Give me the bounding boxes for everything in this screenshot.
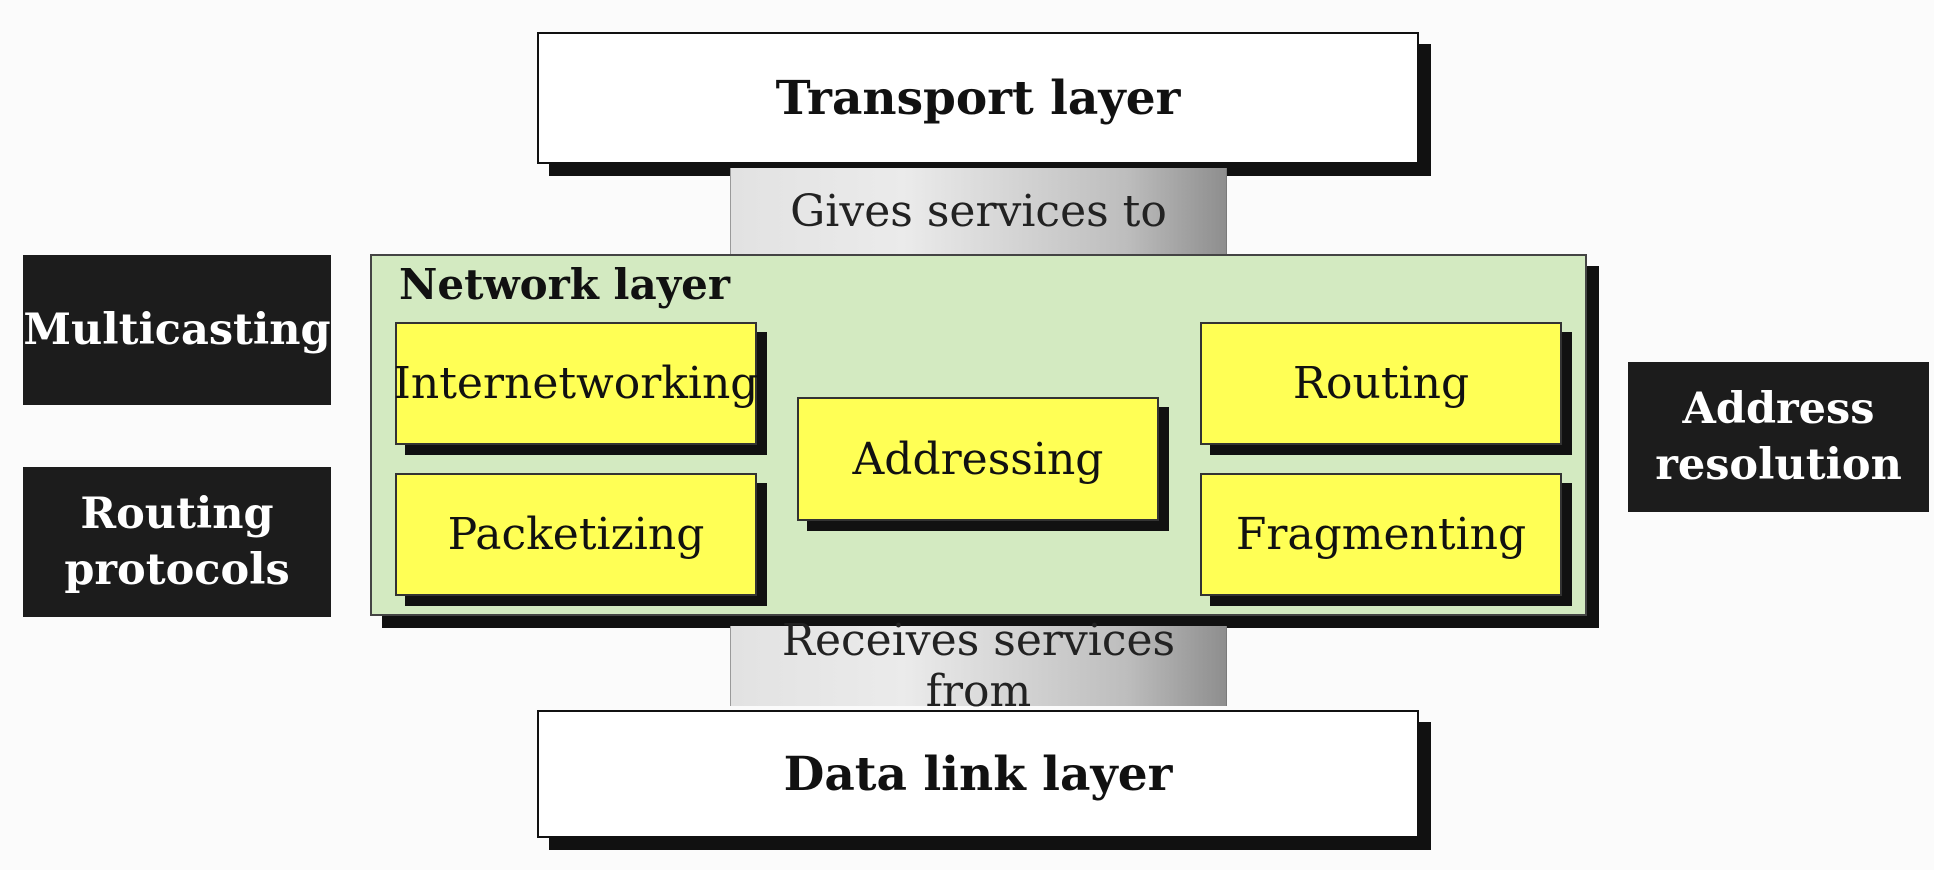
- routing-box: Routing: [1200, 322, 1562, 445]
- fragmenting-label: Fragmenting: [1235, 509, 1527, 560]
- internetworking-box: Internetworking: [393, 322, 759, 445]
- routing-protocols-box: Routing protocols: [23, 467, 331, 617]
- routing-label: Routing: [1292, 358, 1470, 409]
- routing-protocols-label: Routing protocols: [64, 489, 290, 595]
- address-resolution-label: Address resolution: [1655, 384, 1902, 490]
- transport-layer-label: Transport layer: [775, 70, 1181, 126]
- packetizing-label: Packetizing: [447, 509, 705, 560]
- addressing-label: Addressing: [852, 433, 1104, 485]
- multicasting-box: Multicasting: [23, 255, 331, 405]
- network-layer-title: Network layer: [399, 260, 730, 309]
- fragmenting-box: Fragmenting: [1200, 473, 1562, 596]
- addressing-box: Addressing: [797, 397, 1159, 521]
- multicasting-label: Multicasting: [23, 305, 331, 355]
- packetizing-box: Packetizing: [395, 473, 757, 596]
- data-link-layer-box: Data link layer: [537, 710, 1419, 838]
- receives-services-label: Receives services from: [781, 615, 1176, 717]
- transport-layer-box: Transport layer: [537, 32, 1419, 164]
- address-resolution-box: Address resolution: [1628, 362, 1929, 512]
- gives-services-connector: Gives services to: [730, 168, 1227, 254]
- receives-services-connector: Receives services from: [730, 615, 1227, 717]
- internetworking-label: Internetworking: [393, 358, 759, 409]
- data-link-layer-label: Data link layer: [783, 746, 1173, 802]
- gives-services-label: Gives services to: [790, 185, 1167, 237]
